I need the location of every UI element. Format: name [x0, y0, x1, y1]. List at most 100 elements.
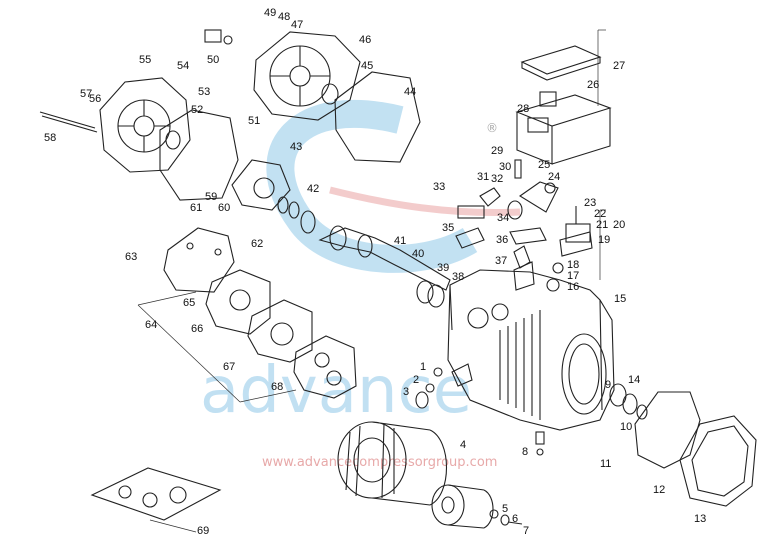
- crankcase: [447, 269, 615, 431]
- callout-57: 57: [80, 88, 92, 100]
- callout-8: 8: [522, 446, 528, 458]
- wire-58: [39, 111, 98, 133]
- callout-54: 54: [177, 60, 189, 72]
- callout-25: 25: [538, 159, 550, 171]
- callout-48: 48: [278, 11, 290, 23]
- bearing-cover-left: [99, 77, 191, 173]
- callout-65: 65: [183, 297, 195, 309]
- callout-9: 9: [605, 379, 611, 391]
- callout-27: 27: [613, 60, 625, 72]
- motor-rotor: [431, 484, 494, 529]
- callout-35: 35: [442, 222, 454, 234]
- callout-13: 13: [694, 513, 706, 525]
- callout-31: 31: [477, 171, 489, 183]
- callout-53: 53: [198, 86, 210, 98]
- gasket-51: [159, 109, 239, 201]
- callout-52: 52: [191, 104, 203, 116]
- callout-60: 60: [218, 202, 230, 214]
- callout-5: 5: [502, 503, 508, 515]
- fasteners-1-3: [415, 363, 473, 409]
- callout-40: 40: [412, 248, 424, 260]
- gasket-set: [90, 467, 222, 533]
- watermark-swoosh-blue: [266, 99, 478, 273]
- end-cover: [679, 415, 757, 507]
- rotor-fasteners-5-7: [489, 509, 523, 526]
- callout-56: 56: [89, 93, 101, 105]
- callout-22: 22: [594, 208, 606, 220]
- service-valve: [455, 159, 559, 291]
- callout-16: 16: [567, 281, 579, 293]
- callout-30: 30: [499, 161, 511, 173]
- watermark: advance www.advancecompressorgroup.com ®: [200, 99, 521, 470]
- callout-47: 47: [291, 19, 303, 31]
- gasket-44: [334, 71, 421, 163]
- motor-stator: [337, 421, 447, 506]
- sight-glass-16-18: [546, 262, 564, 292]
- callout-50: 50: [207, 54, 219, 66]
- callout-63: 63: [125, 251, 137, 263]
- callout-42: 42: [307, 183, 319, 195]
- bushing-38: [416, 280, 445, 308]
- callout-37: 37: [495, 255, 507, 267]
- callout-17: 17: [567, 270, 579, 282]
- oil-pump-cover: [231, 159, 291, 211]
- callout-7: 7: [523, 525, 529, 537]
- callout-21: 21: [596, 219, 608, 231]
- callout-23: 23: [584, 197, 596, 209]
- callout-66: 66: [191, 323, 203, 335]
- head-gasket-68: [293, 335, 357, 399]
- callout-59: 59: [205, 191, 217, 203]
- callout-12: 12: [653, 484, 665, 496]
- callout-45: 45: [361, 60, 373, 72]
- cylinder-head: [163, 227, 235, 293]
- callout-26: 26: [587, 79, 599, 91]
- callout-32: 32: [491, 173, 503, 185]
- callout-55: 55: [139, 54, 151, 66]
- watermark-registered-mark: ®: [486, 121, 498, 135]
- callout-51: 51: [248, 115, 260, 127]
- callout-67: 67: [223, 361, 235, 373]
- head-stack-leaders: [137, 291, 297, 403]
- callout-46: 46: [359, 34, 371, 46]
- callout-34: 34: [497, 212, 509, 224]
- callout-44: 44: [404, 86, 416, 98]
- callout-68: 68: [271, 381, 283, 393]
- callout-36: 36: [496, 234, 508, 246]
- callout-28: 28: [517, 103, 529, 115]
- crankshaft: [318, 225, 451, 291]
- plug-49: [204, 29, 233, 45]
- callout-20: 20: [613, 219, 625, 231]
- callout-3: 3: [403, 386, 409, 398]
- head-gasket-66: [247, 299, 313, 363]
- callout-58: 58: [44, 132, 56, 144]
- callout-64: 64: [145, 319, 157, 331]
- callout-62: 62: [251, 238, 263, 250]
- motor-end-cover: [253, 31, 361, 121]
- callout-11: 11: [600, 458, 611, 470]
- callout-18: 18: [567, 259, 579, 271]
- callout-4: 4: [460, 439, 466, 451]
- callout-10: 10: [620, 421, 632, 433]
- bushing-52: [165, 130, 181, 150]
- bearing-9-14: [609, 383, 648, 420]
- watermark-swoosh-red: [329, 186, 521, 217]
- terminal-plate: [559, 206, 606, 280]
- callout-14: 14: [628, 374, 640, 386]
- callout-49: 49: [264, 7, 276, 19]
- callout-2: 2: [413, 374, 419, 386]
- seal-ring-42: [277, 196, 316, 234]
- callout-41: 41: [394, 235, 406, 247]
- callout-15: 15: [614, 293, 626, 305]
- callout-19: 19: [598, 234, 610, 246]
- valve-plate: [205, 269, 271, 335]
- callout-labels: 1234567891011121314151617181920212223242…: [44, 7, 706, 537]
- oil-drain-8: [535, 431, 545, 456]
- callout-39: 39: [437, 262, 449, 274]
- terminal-box: [515, 29, 612, 165]
- callout-38: 38: [452, 271, 464, 283]
- callout-69: 69: [197, 525, 209, 537]
- callout-43: 43: [290, 141, 302, 153]
- callout-33: 33: [433, 181, 445, 193]
- callout-6: 6: [512, 513, 518, 525]
